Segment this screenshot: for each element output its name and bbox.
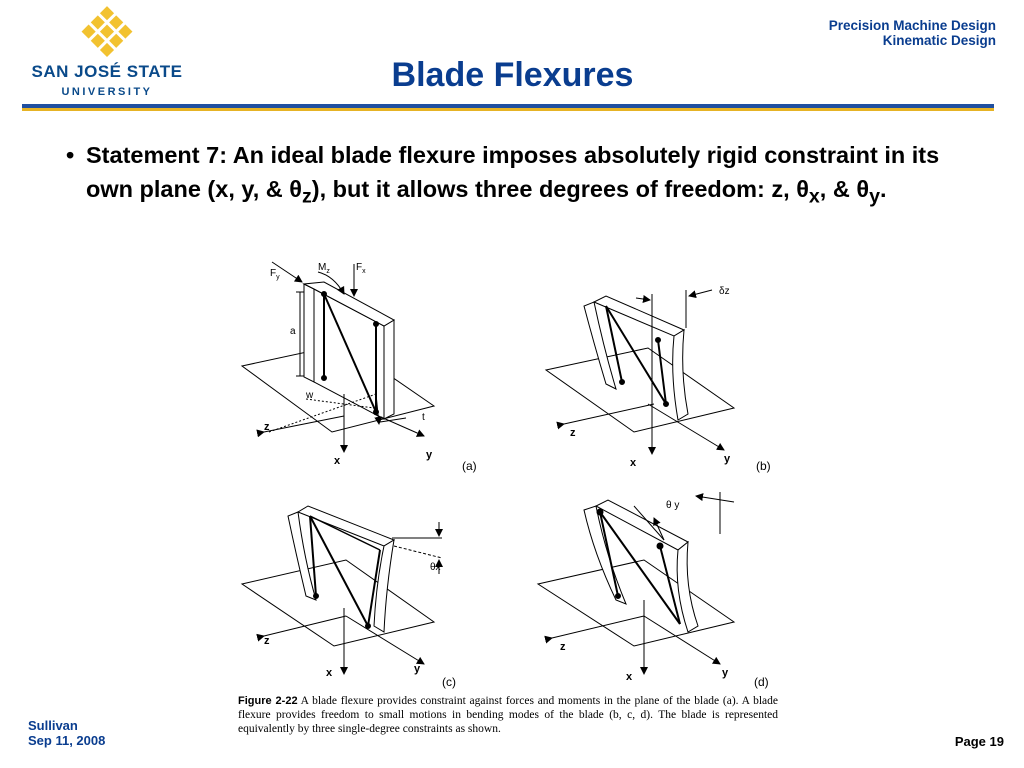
blade-flexure-figure: Fy Mz Fx a w t δz θx θ y z x y z x y z x… bbox=[240, 261, 771, 689]
caption-label: Figure 2-22 bbox=[238, 695, 298, 707]
course-header: Precision Machine Design Kinematic Desig… bbox=[829, 18, 996, 48]
footer-author: Sullivan bbox=[28, 718, 78, 733]
slide-title: Blade Flexures bbox=[391, 56, 634, 94]
axis-x-a: x bbox=[334, 455, 341, 467]
statement-sub-y: y bbox=[869, 185, 880, 208]
header-rule-blue bbox=[22, 104, 994, 108]
panel-label-a: (a) bbox=[462, 459, 477, 473]
axis-y-b: y bbox=[724, 453, 731, 465]
statement-part3: , & θ bbox=[819, 176, 870, 202]
caption-text: A blade flexure provides constraint agai… bbox=[238, 695, 778, 735]
axis-x-c: x bbox=[326, 667, 333, 679]
label-theta-y: θ y bbox=[666, 500, 679, 511]
statement-text: Statement 7: An ideal blade flexure impo… bbox=[86, 138, 966, 214]
bullet-dot: • bbox=[66, 142, 75, 168]
course-topic: Kinematic Design bbox=[882, 33, 996, 48]
logo-diamond-icon bbox=[81, 6, 133, 58]
label-w: w bbox=[305, 390, 314, 401]
figure-caption: Figure 2-22 A blade flexure provides con… bbox=[238, 694, 778, 736]
panel-a-drawing bbox=[240, 261, 436, 453]
axis-y-a: y bbox=[426, 449, 433, 461]
label-mz: Mz bbox=[318, 262, 330, 275]
sjsu-logo: SAN JOSÉ STATE UNIVERSITY bbox=[22, 6, 192, 101]
axis-z-b: z bbox=[570, 427, 576, 439]
footer-date: Sep 11, 2008 bbox=[28, 733, 106, 748]
label-t: t bbox=[422, 412, 425, 423]
panel-label-d: (d) bbox=[754, 675, 769, 689]
panel-label-b: (b) bbox=[756, 459, 771, 473]
axis-z-d: z bbox=[560, 641, 566, 653]
statement-sub-x: x bbox=[808, 185, 820, 208]
statement-sub-z: z bbox=[301, 185, 312, 208]
panel-d-drawing bbox=[536, 492, 736, 675]
panel-label-c: (c) bbox=[442, 675, 456, 689]
statement-bullet: • Statement 7: An ideal blade flexure im… bbox=[66, 138, 966, 214]
axis-z-a: z bbox=[264, 421, 270, 433]
statement-part1: Statement 7: An ideal blade flexure impo… bbox=[86, 142, 940, 202]
axis-y-c: y bbox=[414, 663, 421, 675]
label-theta-x: θx bbox=[430, 562, 441, 573]
course-name: Precision Machine Design bbox=[828, 18, 996, 33]
logo-name: SAN JOSÉ STATE bbox=[31, 62, 183, 81]
label-fx: Fx bbox=[356, 262, 366, 275]
label-delta-z: δz bbox=[719, 286, 730, 297]
axis-z-c: z bbox=[264, 635, 270, 647]
logo-subname: UNIVERSITY bbox=[61, 86, 153, 98]
header-rule-gold bbox=[22, 108, 994, 111]
label-a: a bbox=[290, 326, 296, 337]
panel-c-drawing bbox=[240, 505, 443, 675]
statement-part4: . bbox=[879, 176, 887, 202]
panel-b-drawing bbox=[544, 289, 736, 455]
label-fy: Fy bbox=[270, 268, 280, 281]
footer-author-block: Sullivan Sep 11, 2008 bbox=[28, 718, 105, 748]
axis-y-d: y bbox=[722, 667, 729, 679]
page-number: Page 19 bbox=[954, 734, 1004, 749]
statement-part2: ), but it allows three degrees of freedo… bbox=[311, 176, 809, 202]
axis-x-d: x bbox=[626, 671, 633, 683]
axis-x-b: x bbox=[630, 457, 637, 469]
